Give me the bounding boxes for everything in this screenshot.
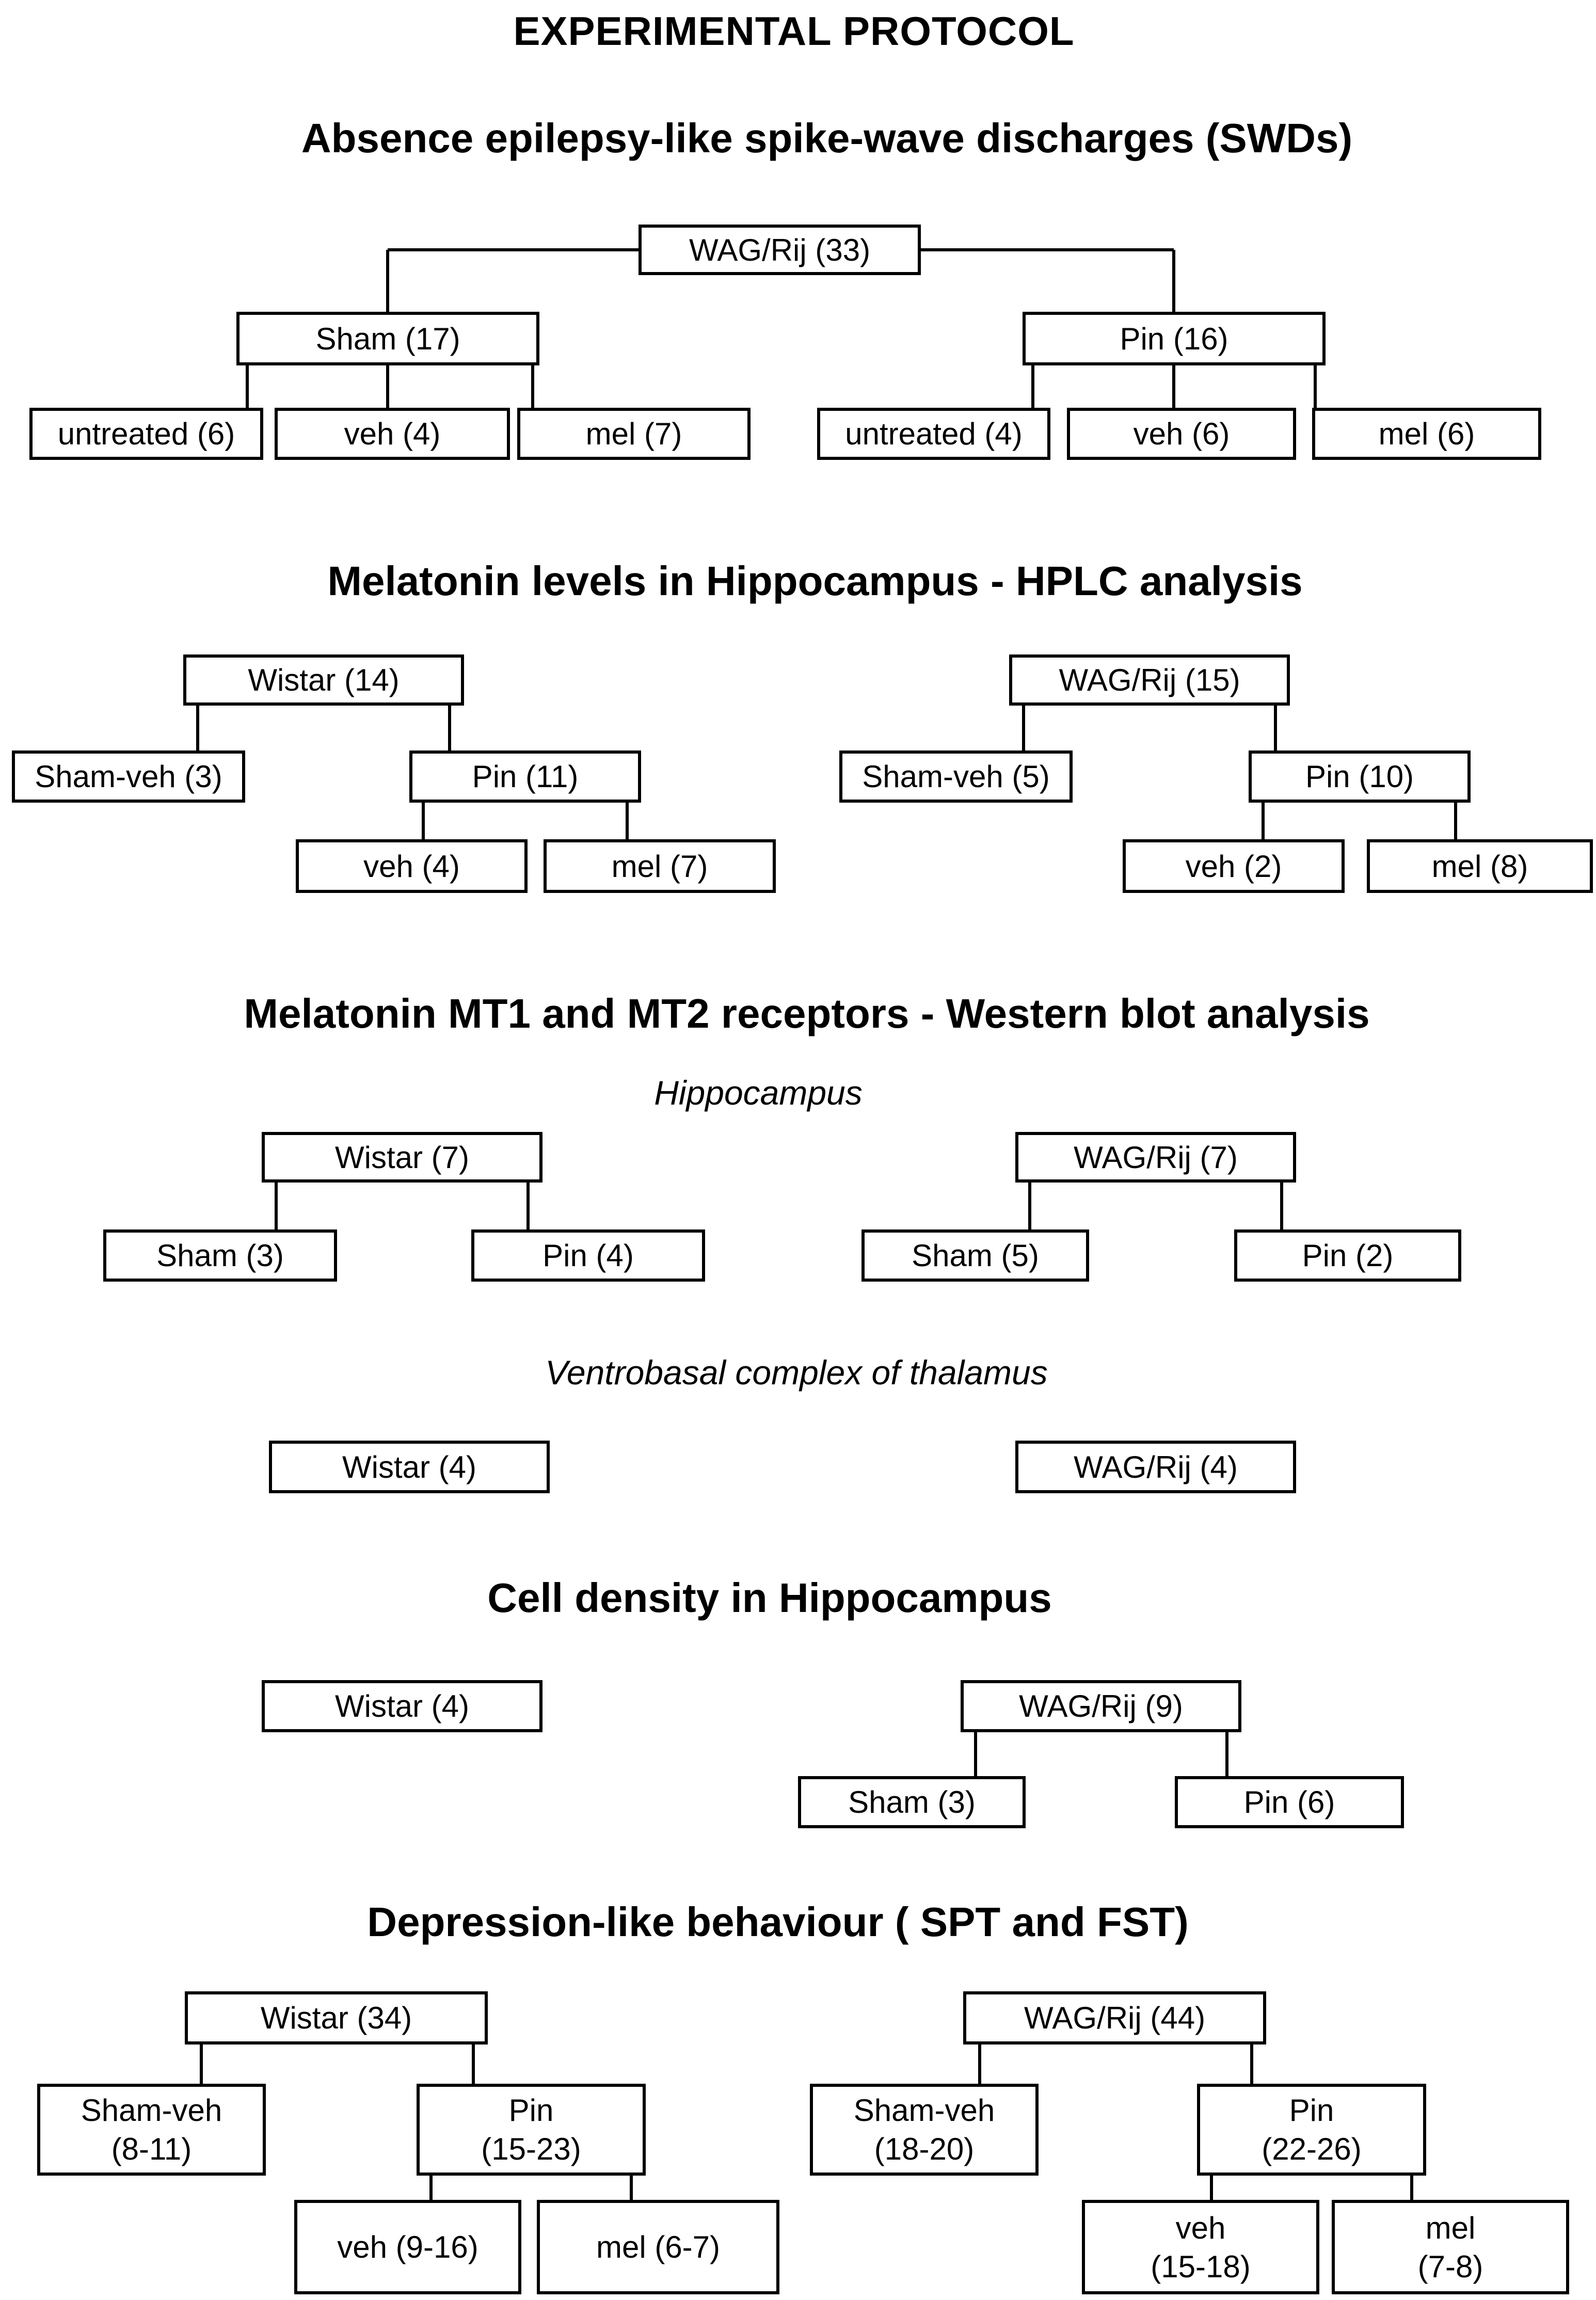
section-heading-behaviour: Depression-like behaviour ( SPT and FST): [367, 1899, 1189, 1945]
node-beh-wagrij-pin-mel: mel (7-8): [1332, 2200, 1569, 2294]
node-hplc-wistar-pin-veh: veh (4): [296, 839, 528, 893]
section-heading-cell-density: Cell density in Hippocampus: [487, 1575, 1052, 1621]
region-label-thalamus: Ventrobasal complex of thalamus: [545, 1353, 1048, 1392]
node-hplc-wistar-pin: Pin (11): [409, 750, 641, 803]
behaviour-connectors: [200, 2043, 1413, 2201]
node-swd-pin-mel: mel (6): [1312, 408, 1541, 460]
node-beh-wistar-shamveh: Sham-veh (8-11): [37, 2084, 266, 2176]
node-beh-wistar-pin-veh: veh (9-16): [294, 2200, 521, 2294]
node-western-hip-wistar-sham: Sham (3): [103, 1229, 337, 1282]
node-beh-wistar-pin-mel: mel (6-7): [537, 2200, 779, 2294]
section-heading-western: Melatonin MT1 and MT2 receptors - Wester…: [244, 991, 1370, 1036]
cell-density-connectors: [974, 1731, 1228, 1778]
node-swd-sham-mel: mel (7): [517, 408, 751, 460]
section-heading-hplc: Melatonin levels in Hippocampus - HPLC a…: [327, 558, 1303, 604]
node-western-hip-wistar-pin: Pin (4): [471, 1229, 705, 1282]
swd-connectors: [246, 248, 1317, 409]
node-beh-wagrij-shamveh: Sham-veh (18-20): [810, 2084, 1039, 2176]
node-swd-pin-untreated: untreated (4): [817, 408, 1050, 460]
node-western-hip-wagrij-pin: Pin (2): [1234, 1229, 1461, 1282]
node-swd-wagrij: WAG/Rij (33): [639, 225, 921, 275]
node-western-hip-wistar: Wistar (7): [262, 1132, 542, 1183]
western-connectors: [275, 1181, 1283, 1231]
node-beh-wistar-pin: Pin (15-23): [417, 2084, 646, 2176]
node-hplc-wistar-pin-mel: mel (7): [544, 839, 776, 893]
node-cell-wagrij-sham: Sham (3): [798, 1776, 1026, 1828]
node-hplc-wagrij-pin-mel: mel (8): [1367, 839, 1593, 893]
node-beh-wagrij-pin-veh: veh (15-18): [1082, 2200, 1319, 2294]
node-hplc-wagrij: WAG/Rij (15): [1009, 654, 1290, 706]
node-cell-wagrij-pin: Pin (6): [1175, 1776, 1404, 1828]
diagram-title: EXPERIMENTAL PROTOCOL: [513, 8, 1075, 54]
region-label-hippocampus: Hippocampus: [654, 1074, 863, 1112]
node-hplc-wagrij-pin: Pin (10): [1249, 750, 1471, 803]
node-western-vb-wagrij: WAG/Rij (4): [1015, 1441, 1296, 1493]
hplc-connectors: [196, 704, 1457, 841]
node-hplc-wagrij-pin-veh: veh (2): [1123, 839, 1345, 893]
section-heading-swd: Absence epilepsy-like spike-wave dischar…: [301, 115, 1353, 161]
node-cell-wistar: Wistar (4): [262, 1680, 542, 1732]
node-swd-sham-veh: veh (4): [275, 408, 510, 460]
node-hplc-wagrij-shamveh: Sham-veh (5): [839, 750, 1073, 803]
node-swd-pin: Pin (16): [1023, 312, 1326, 365]
node-swd-sham-untreated: untreated (6): [29, 408, 263, 460]
node-western-hip-wagrij-sham: Sham (5): [861, 1229, 1089, 1282]
node-swd-sham: Sham (17): [236, 312, 539, 365]
node-beh-wagrij-pin: Pin (22-26): [1197, 2084, 1426, 2176]
node-hplc-wistar: Wistar (14): [183, 654, 464, 706]
node-hplc-wistar-shamveh: Sham-veh (3): [12, 750, 245, 803]
node-beh-wistar: Wistar (34): [185, 1991, 488, 2045]
node-beh-wagrij: WAG/Rij (44): [963, 1991, 1266, 2045]
node-swd-pin-veh: veh (6): [1067, 408, 1296, 460]
node-western-vb-wistar: Wistar (4): [269, 1441, 550, 1493]
node-cell-wagrij: WAG/Rij (9): [961, 1680, 1241, 1732]
node-western-hip-wagrij: WAG/Rij (7): [1015, 1132, 1296, 1183]
